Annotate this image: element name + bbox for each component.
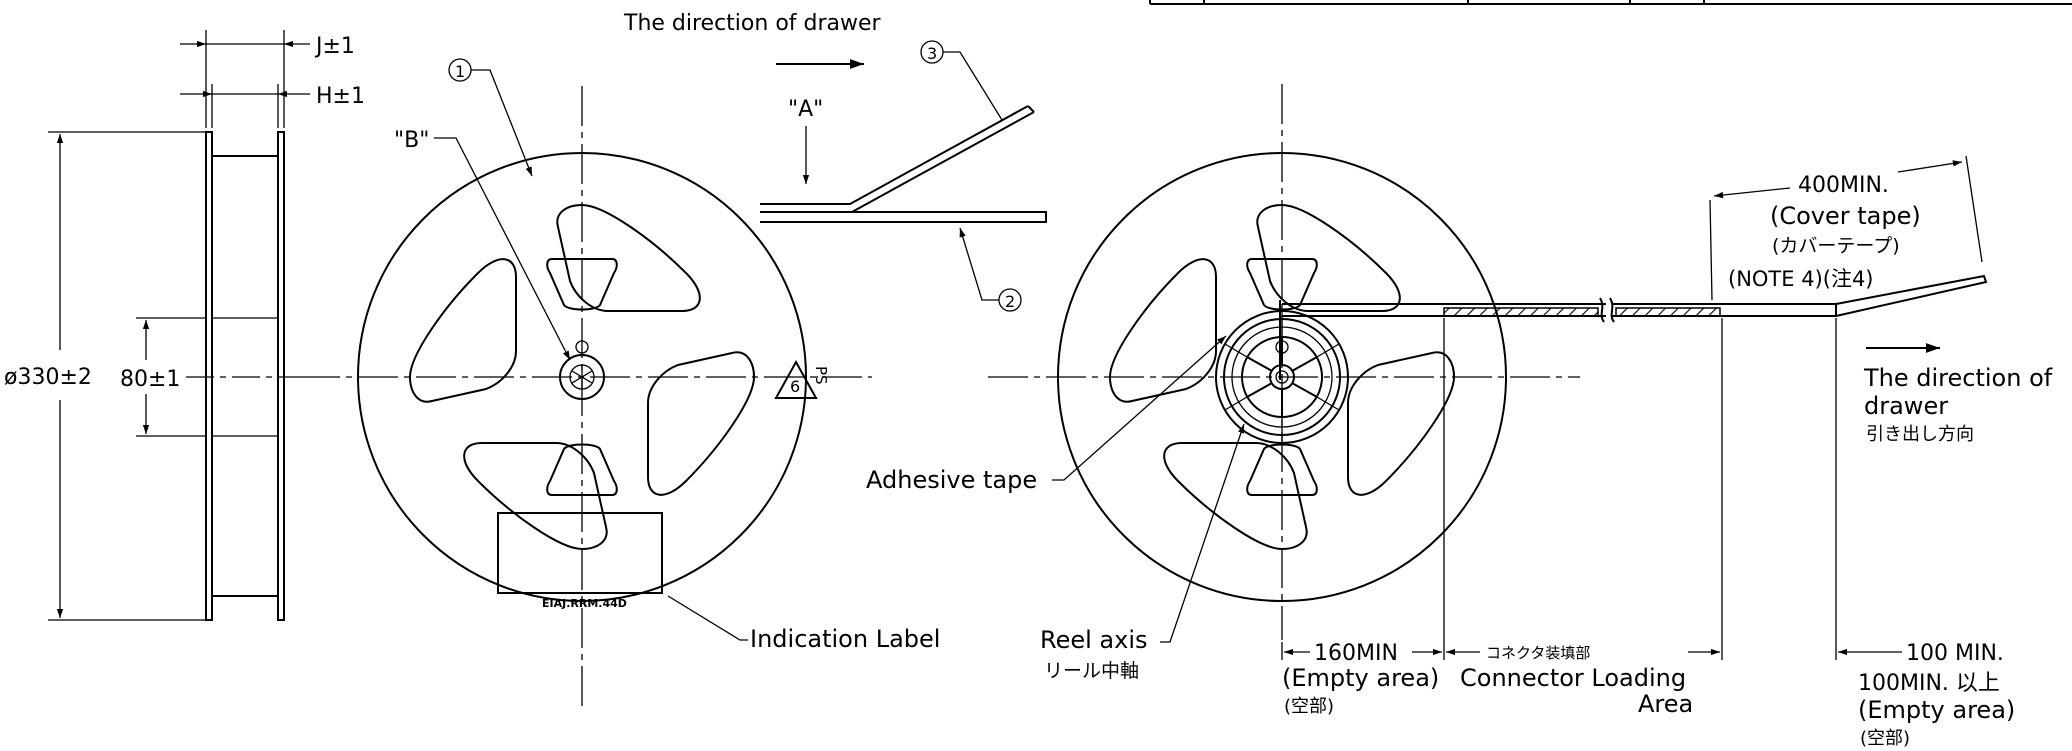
dim-diameter-label: ø330±2 [4, 365, 92, 390]
empty-jp-2: (空部) [1860, 728, 1910, 749]
direction-right-line1: The direction of [1863, 364, 2053, 392]
connector-area-label: Area [1638, 690, 1693, 718]
dim-400-label: 400MIN. [1798, 173, 1889, 198]
svg-text:3: 3 [927, 44, 937, 63]
cover-tape-jp: (カバーテープ) [1772, 235, 1900, 257]
label-box-text: EIAJ.RRM.44D [542, 597, 627, 610]
adhesive-tape-label: Adhesive tape [866, 466, 1037, 494]
view-b-label: "B" [394, 128, 429, 153]
indication-label-box [497, 512, 663, 594]
connector-loading-label: Connector Loading [1460, 664, 1686, 692]
empty-area-label-1: (Empty area) [1282, 664, 1439, 692]
recycle-number: 6 [790, 377, 800, 396]
note-4-label: (NOTE 4)(注4) [1728, 267, 1874, 291]
min-100-jp: 100MIN. 以上 [1858, 671, 2000, 696]
direction-right-line2: drawer [1864, 392, 1948, 420]
dim-160-label: 160MIN [1314, 641, 1398, 666]
cover-tape-label: (Cover tape) [1770, 202, 1921, 230]
reel-axis-jp: リール中軸 [1044, 660, 1139, 682]
dim-hub-label: 80±1 [120, 367, 180, 392]
reel-front-view: 6 PS EIAJ.RRM.44D Indication Label "A" T… [300, 11, 1047, 706]
recycle-icon: 6 PS [774, 359, 830, 399]
recycle-code: PS [812, 366, 830, 385]
svg-text:2: 2 [1005, 292, 1015, 311]
empty-area-label-2: (Empty area) [1858, 696, 2015, 724]
table-fragment [1149, 0, 2072, 5]
reel-side-view: J±1 H±1 ø330±2 80±1 [4, 30, 365, 621]
reel-axis-label: Reel axis [1040, 626, 1148, 654]
direction-right-jp: 引き出し方向 [1866, 424, 1974, 445]
svg-text:1: 1 [455, 62, 465, 81]
connector-area-jp: コネクタ装填部 [1486, 644, 1590, 662]
reel-loading-view: Adhesive tape Reel axis リール中軸 400MIN. (C… [866, 84, 2053, 749]
direction-of-drawer-top: The direction of drawer [623, 11, 882, 36]
dim-h-label: H±1 [316, 84, 365, 109]
indication-label-text: Indication Label [750, 625, 940, 653]
view-a-label: "A" [788, 97, 823, 122]
dim-100-label: 100 MIN. [1906, 641, 2004, 666]
dim-j-label: J±1 [314, 34, 355, 59]
empty-jp-1: (空部) [1284, 696, 1334, 717]
